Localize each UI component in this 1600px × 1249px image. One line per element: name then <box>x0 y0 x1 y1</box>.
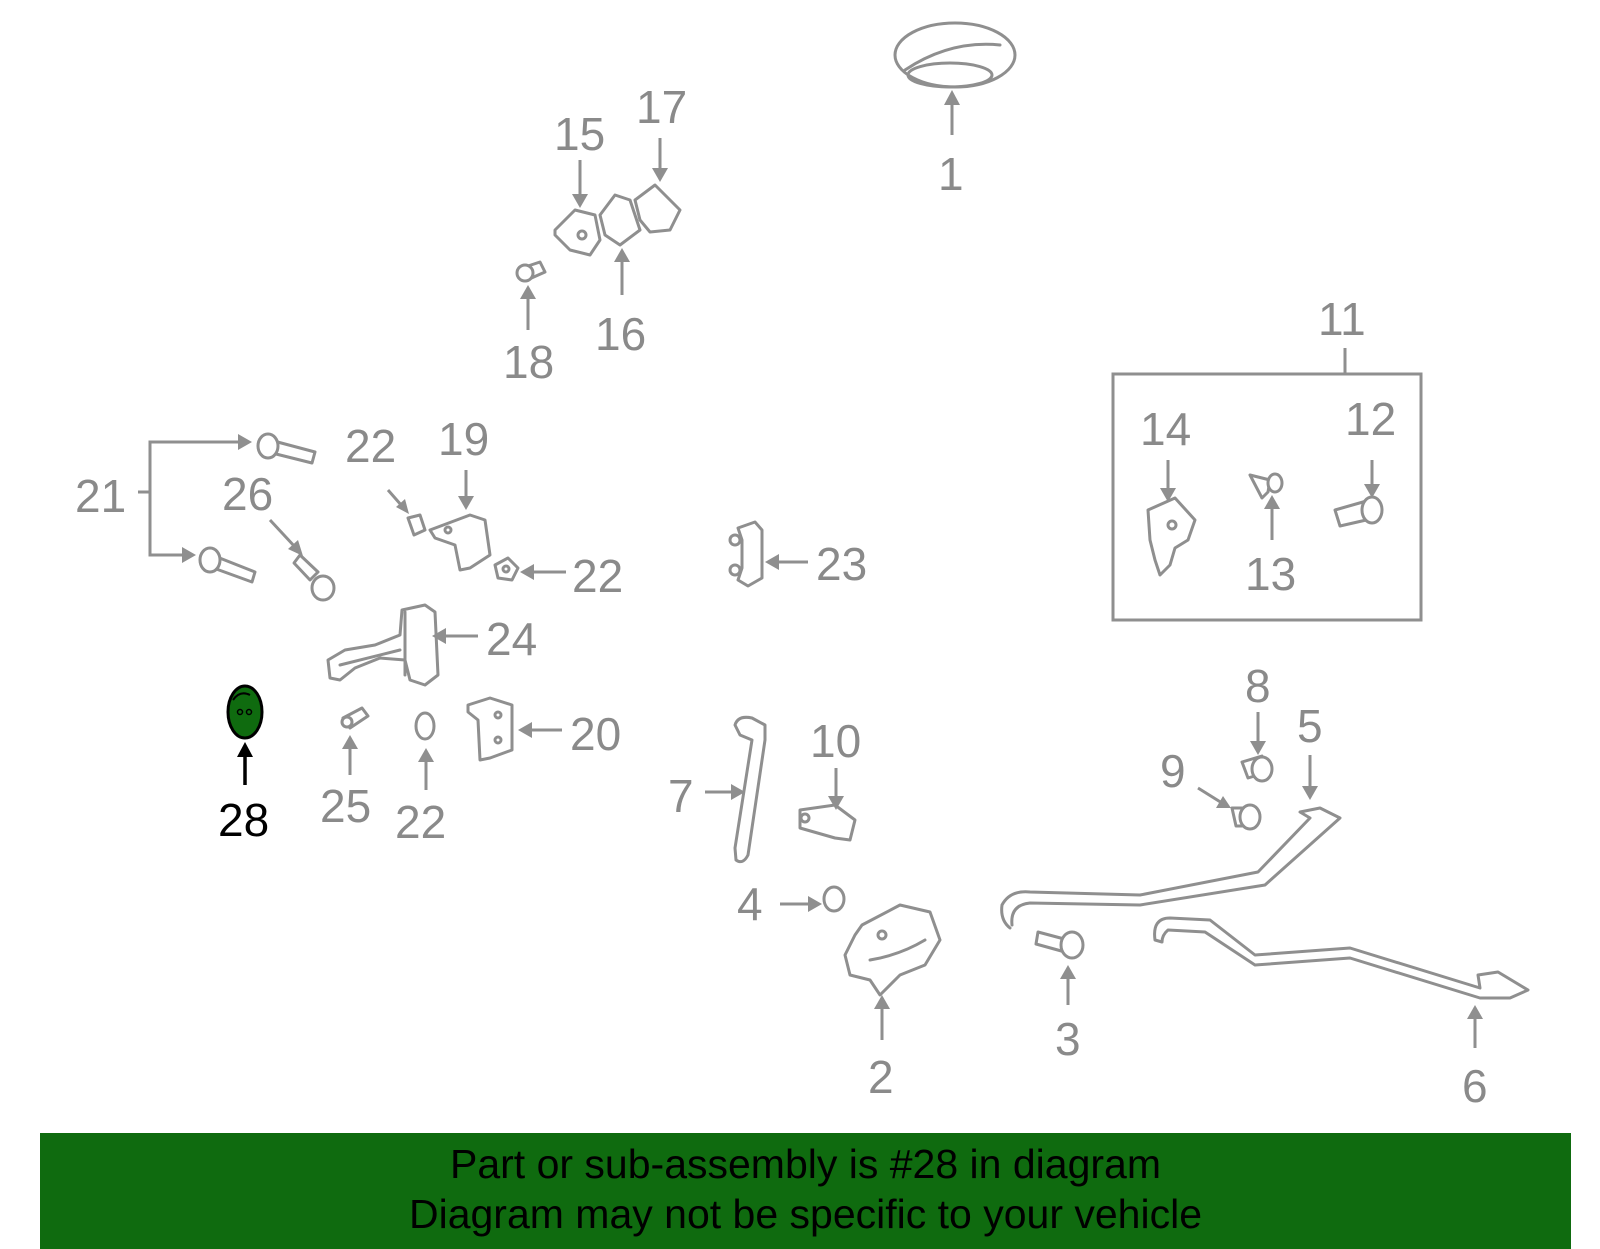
leader-21 <box>138 434 252 563</box>
callout-4: 4 <box>737 878 763 930</box>
callout-25: 24 <box>486 613 537 665</box>
callout-24: 23 <box>816 538 867 590</box>
arrow-4 <box>780 896 822 912</box>
part-9-clip[interactable] <box>1230 803 1262 831</box>
arrow-22-lower <box>418 748 434 790</box>
part-7-rod[interactable] <box>733 715 767 864</box>
arrow-16 <box>614 248 630 295</box>
part-13-screw[interactable] <box>1248 472 1284 500</box>
arrow-14 <box>1160 460 1176 502</box>
callout-3: 3 <box>1055 1013 1081 1065</box>
banner-line-1: Part or sub-assembly is #28 in diagram <box>450 1141 1161 1187</box>
arrow-7 <box>705 784 745 800</box>
arrow-19 <box>458 470 474 510</box>
part-19-bracket[interactable] <box>428 513 492 572</box>
arrow-5 <box>1302 755 1318 800</box>
arrow-15 <box>572 160 588 208</box>
part-17-hinge[interactable] <box>633 183 682 234</box>
callout-18: 18 <box>503 336 554 388</box>
callout-16: 16 <box>595 308 646 360</box>
callout-13: 13 <box>1245 548 1296 600</box>
part-26-clip[interactable] <box>340 706 370 730</box>
callout-15: 15 <box>554 108 605 160</box>
arrow-26 <box>342 735 358 775</box>
callout-9: 9 <box>1160 745 1186 797</box>
callout-17: 17 <box>636 81 687 133</box>
arrow-27 <box>268 518 303 556</box>
arrow-20 <box>518 722 562 738</box>
callout-27: 26 <box>222 468 273 520</box>
part-16-hinge[interactable] <box>598 193 642 247</box>
part-15-hinge[interactable] <box>553 208 602 257</box>
arrow-25 <box>432 628 478 644</box>
callout-11: 11 <box>1318 293 1366 345</box>
callout-8: 8 <box>1245 660 1271 712</box>
callout-5: 5 <box>1297 700 1323 752</box>
callout-1: 1 <box>938 148 964 200</box>
part-8-bushing[interactable] <box>1240 754 1274 783</box>
part-25-door-check[interactable] <box>326 603 440 687</box>
part-22-clip-lower[interactable] <box>414 711 436 741</box>
parts-diagram: 1 15 16 17 18 11 14 <box>75 21 1530 1112</box>
banner-line-2: Diagram may not be specific to your vehi… <box>408 1191 1202 1237</box>
arrow-17 <box>652 138 668 182</box>
callout-22-upper: 22 <box>345 420 396 472</box>
callout-19: 19 <box>438 413 489 465</box>
part-1-dome-lamp[interactable] <box>893 21 1017 89</box>
part-12-bolt[interactable] <box>1333 495 1384 528</box>
part-6-rod[interactable] <box>1153 916 1530 1000</box>
arrow-23 <box>520 564 566 580</box>
part-3-screw[interactable] <box>1034 930 1085 960</box>
part-10-clip[interactable] <box>798 803 857 842</box>
arrow-18 <box>520 285 536 330</box>
callout-22-lower: 22 <box>395 796 446 848</box>
part-24-striker[interactable] <box>728 520 764 588</box>
arrow-28 <box>237 742 253 785</box>
callout-14: 14 <box>1140 403 1191 455</box>
arrow-22-upper <box>386 489 409 514</box>
arrow-6 <box>1467 1005 1483 1048</box>
callout-7: 7 <box>668 770 694 822</box>
info-banner: Part or sub-assembly is #28 in diagram D… <box>40 1133 1571 1249</box>
arrow-3 <box>1060 965 1076 1005</box>
part-27-bolt[interactable] <box>292 553 336 602</box>
part-18-bolt[interactable] <box>515 260 547 283</box>
part-28-highlighted[interactable] <box>226 684 264 740</box>
arrow-10 <box>828 768 844 810</box>
part-20-bracket[interactable] <box>466 696 514 762</box>
arrow-2 <box>874 995 890 1040</box>
callout-23: 22 <box>572 550 623 602</box>
part-21-bolt-lower[interactable] <box>198 546 257 584</box>
part-14-bracket[interactable] <box>1146 496 1197 577</box>
arrow-1 <box>944 90 960 135</box>
part-11-kit-box[interactable] <box>1111 372 1423 622</box>
arrow-24 <box>765 554 808 570</box>
part-21-bolt-upper[interactable] <box>256 432 317 465</box>
callout-26: 25 <box>320 780 371 832</box>
callout-21: 21 <box>75 470 126 522</box>
arrow-9 <box>1197 786 1231 808</box>
callout-6: 6 <box>1462 1060 1488 1112</box>
arrow-13 <box>1264 495 1280 540</box>
callout-12: 12 <box>1345 393 1396 445</box>
part-4-grommet[interactable] <box>822 885 846 913</box>
callout-20: 20 <box>570 708 621 760</box>
part-2-door-latch[interactable] <box>843 903 942 997</box>
arrow-12 <box>1364 460 1380 498</box>
callout-28: 28 <box>218 794 269 846</box>
arrow-8 <box>1250 712 1266 755</box>
part-5-rod[interactable] <box>1000 806 1342 930</box>
part-23-nut[interactable] <box>493 556 520 582</box>
callout-2: 2 <box>868 1051 894 1103</box>
callout-10: 10 <box>810 715 861 767</box>
part-22-clip-upper[interactable] <box>406 513 427 537</box>
